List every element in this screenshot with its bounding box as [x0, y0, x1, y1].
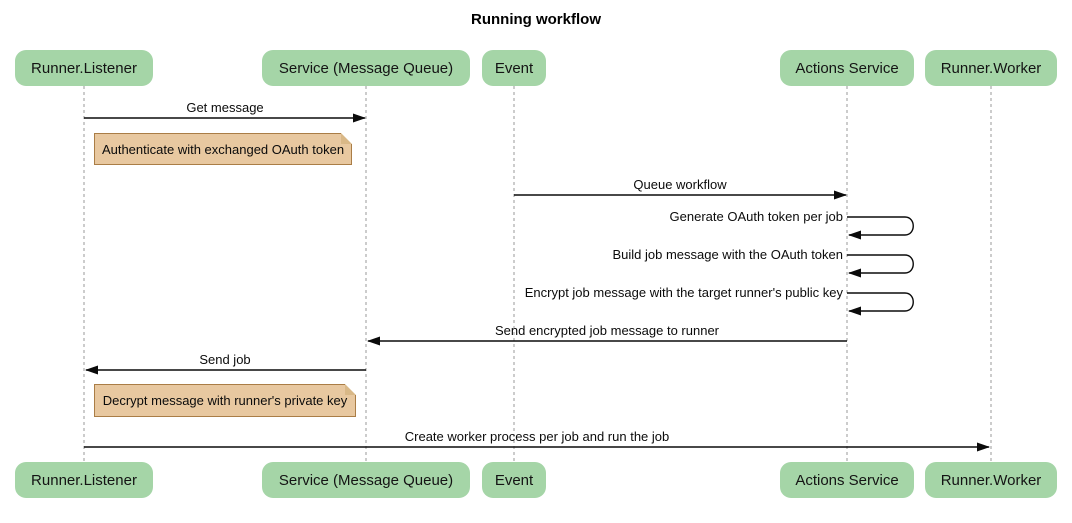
actor-bottom-actions-service: Actions Service: [780, 462, 914, 498]
actor-bottom-event: Event: [482, 462, 546, 498]
actor-label: Service (Message Queue): [278, 59, 454, 77]
message-label-encrypt-job-message: Encrypt job message with the target runn…: [524, 285, 843, 300]
note-authenticate-oauth: Authenticate with exchanged OAuth token: [94, 133, 352, 165]
actor-label: Actions Service: [795, 59, 899, 77]
message-label-create-worker-process: Create worker process per job and run th…: [404, 429, 670, 444]
actor-bottom-runner-worker: Runner.Worker: [925, 462, 1057, 498]
actor-label: Runner.Listener: [31, 59, 137, 77]
actor-label: Event: [494, 471, 534, 489]
self-loop-build-job-message: [847, 254, 914, 278]
note-fold-icon: [345, 384, 356, 395]
message-label-get-message: Get message: [186, 100, 264, 115]
actor-top-runner-worker: Runner.Worker: [925, 50, 1057, 86]
actor-label: Runner.Listener: [31, 471, 137, 489]
actor-label: Service (Message Queue): [278, 471, 454, 489]
actor-label: Event: [494, 59, 534, 77]
message-label-send-encrypted-job-message: Send encrypted job message to runner: [494, 323, 720, 338]
message-label-generate-oauth-token: Generate OAuth token per job: [669, 209, 843, 224]
actor-top-runner-listener: Runner.Listener: [15, 50, 153, 86]
actor-bottom-service-message-queue: Service (Message Queue): [262, 462, 470, 498]
actor-label: Runner.Worker: [940, 471, 1042, 489]
note-fold-icon: [341, 133, 352, 144]
self-loop-generate-oauth-token: [847, 216, 914, 240]
note-text: Authenticate with exchanged OAuth token: [101, 141, 345, 157]
actor-top-event: Event: [482, 50, 546, 86]
diagram-title: Running workflow: [471, 11, 601, 28]
actor-label: Runner.Worker: [940, 59, 1042, 77]
message-label-build-job-message: Build job message with the OAuth token: [612, 247, 843, 262]
actor-label: Actions Service: [795, 471, 899, 489]
note-decrypt-message: Decrypt message with runner's private ke…: [94, 384, 356, 417]
message-label-queue-workflow: Queue workflow: [633, 177, 727, 192]
actor-top-service-message-queue: Service (Message Queue): [262, 50, 470, 86]
actor-bottom-runner-listener: Runner.Listener: [15, 462, 153, 498]
actor-top-actions-service: Actions Service: [780, 50, 914, 86]
self-loop-encrypt-job-message: [847, 292, 914, 316]
message-label-send-job: Send job: [199, 352, 251, 367]
note-text: Decrypt message with runner's private ke…: [102, 393, 348, 408]
